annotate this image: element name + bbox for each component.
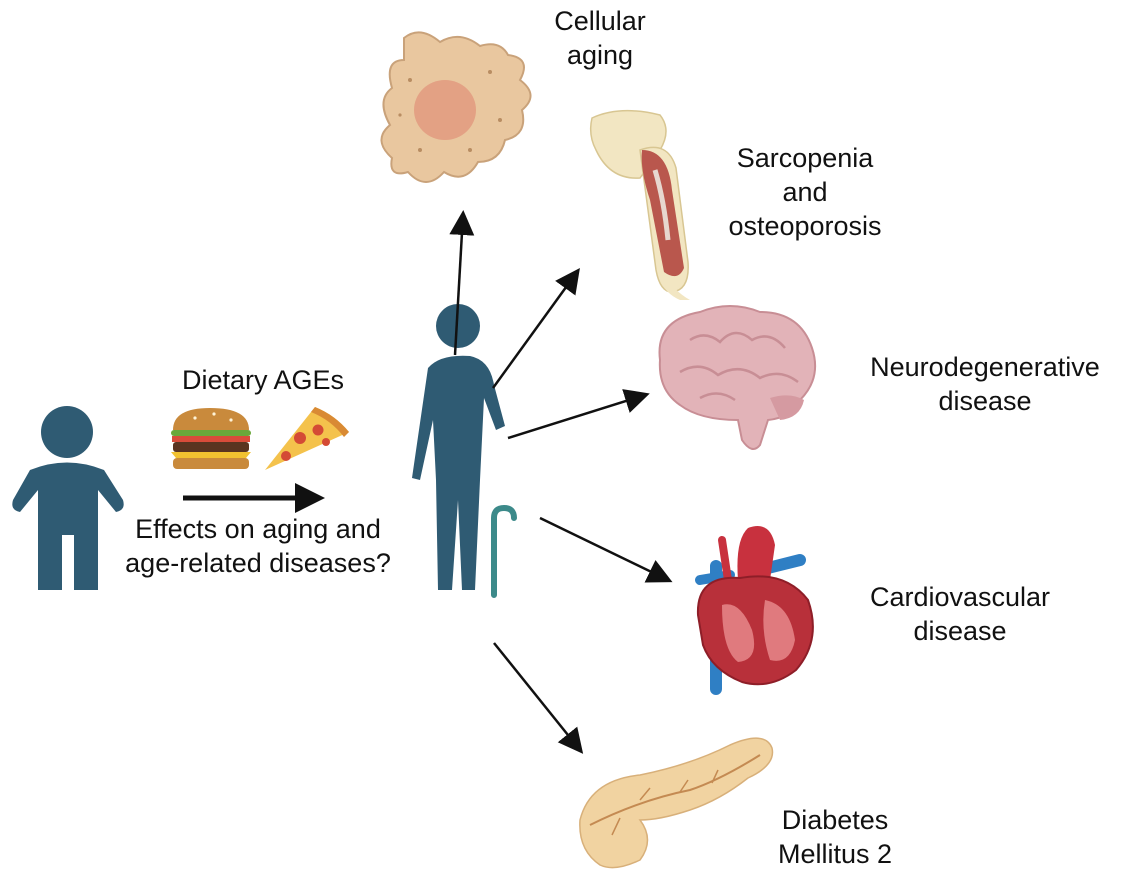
- brain-icon: [658, 305, 816, 450]
- burger-icon: [171, 408, 251, 469]
- young-person-icon: [12, 406, 124, 590]
- arm-muscle-bone-icon: [589, 109, 690, 300]
- dietary-ages-label: Dietary AGEs: [181, 365, 345, 395]
- cardiovascular-label: Cardiovascular disease: [869, 582, 1051, 646]
- neurodegenerative-label: Neurodegenerative disease: [870, 352, 1100, 416]
- cellular-aging-label: Cellular aging: [554, 6, 646, 70]
- arrow-to-cardiovascular: [539, 516, 673, 583]
- aging-question-label: Effects on aging and age-related disease…: [125, 514, 391, 578]
- heart-icon: [695, 526, 814, 695]
- elderly-person-icon: [412, 304, 505, 590]
- diabetes-label: Diabetes Mellitus 2: [777, 805, 893, 869]
- arrow-to-diabetes: [493, 642, 584, 754]
- cane-icon: [491, 504, 517, 598]
- pancreas-icon: [579, 737, 774, 869]
- pizza-icon: [265, 407, 349, 470]
- sarcopenia-label: Sarcopenia and osteoporosis: [728, 143, 882, 241]
- arrow-to-sarcopenia: [491, 267, 580, 389]
- cell-icon: [380, 31, 532, 183]
- outcome-arrows: [449, 210, 673, 754]
- arrow-to-cellular-aging: [449, 210, 475, 356]
- arrow-to-neurodegenerative: [507, 389, 650, 440]
